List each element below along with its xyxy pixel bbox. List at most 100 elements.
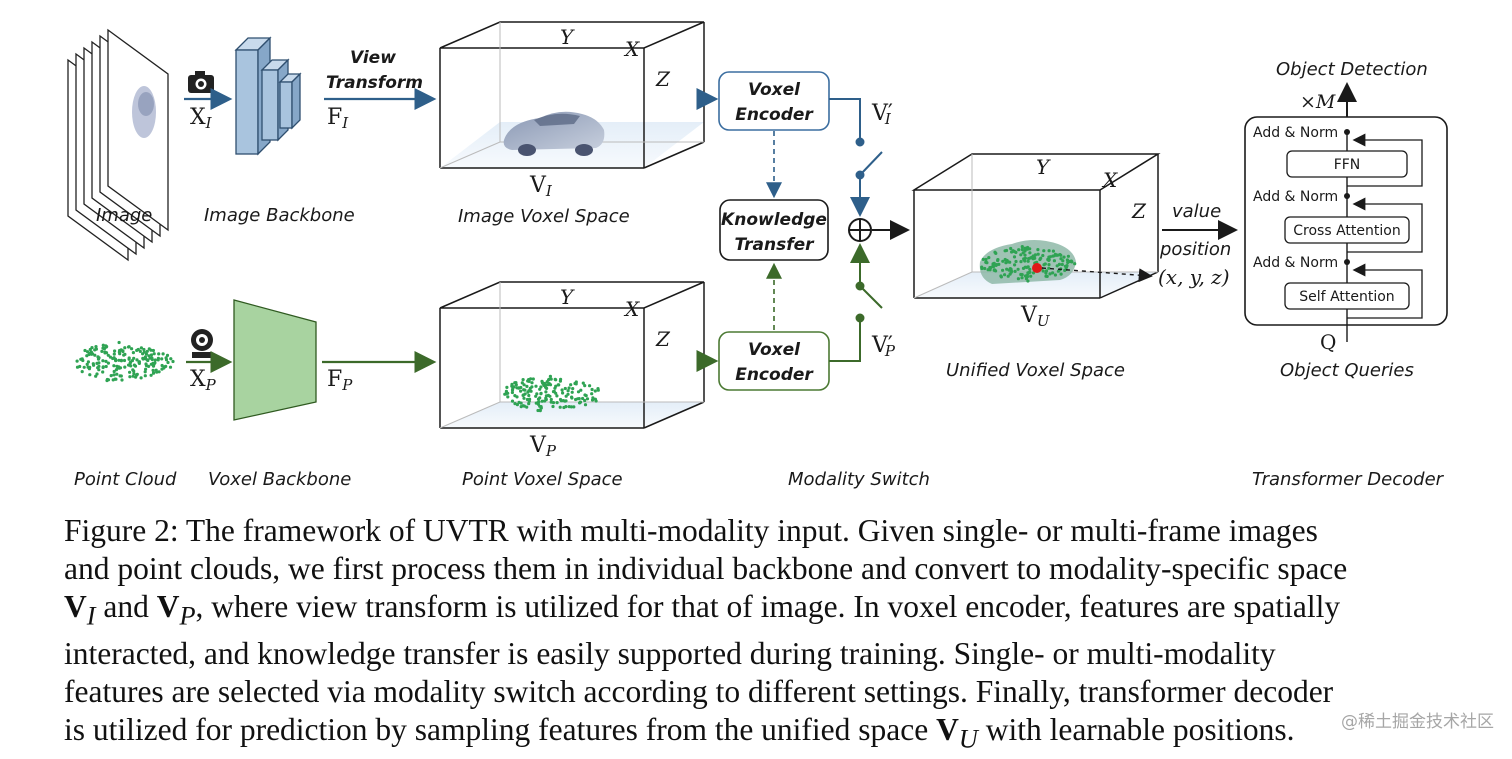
svg-text:Knowledge: Knowledge xyxy=(721,210,827,230)
camera-icon xyxy=(188,71,214,93)
point-dot xyxy=(120,378,124,382)
point-dot xyxy=(1003,249,1007,253)
point-dot xyxy=(114,368,118,372)
point-dot xyxy=(117,365,121,369)
point-dot xyxy=(537,400,541,404)
point-dot xyxy=(1019,272,1023,277)
point-dot xyxy=(1066,254,1070,258)
point-dot xyxy=(96,355,100,359)
point-dot xyxy=(583,403,588,407)
point-dot xyxy=(992,261,996,265)
point-dot xyxy=(101,343,105,347)
point-dot xyxy=(1028,267,1032,271)
point-dot xyxy=(579,388,583,392)
point-dot xyxy=(105,377,109,382)
point-dot xyxy=(1039,256,1043,260)
point-dot xyxy=(109,374,113,378)
point-dot xyxy=(1019,253,1023,257)
point-dot xyxy=(994,251,998,255)
modality-switch-image xyxy=(829,98,883,217)
point-dot xyxy=(1062,255,1066,259)
caption-line-4: interacted, and knowledge transfer is ea… xyxy=(64,636,1276,672)
ffn-block xyxy=(1286,150,1408,178)
point-dot xyxy=(131,368,135,372)
point-dot xyxy=(164,364,168,368)
point-dot xyxy=(103,351,107,355)
point-dot xyxy=(130,347,134,351)
point-dot xyxy=(142,350,146,354)
point-dot xyxy=(1028,247,1032,251)
point-dot xyxy=(141,356,145,360)
point-dot xyxy=(515,403,520,407)
point-dot xyxy=(1020,245,1024,249)
point-dot xyxy=(151,368,155,372)
self-attention-block xyxy=(1284,282,1410,310)
unified-voxel-space-label: Unified Voxel Space xyxy=(946,360,1125,381)
point-dot xyxy=(100,349,104,353)
point-dot xyxy=(588,384,592,388)
point-dot xyxy=(1065,258,1069,262)
point-dot xyxy=(133,364,138,368)
point-dot xyxy=(577,397,581,401)
point-dot xyxy=(1053,273,1057,277)
point-dot xyxy=(1059,272,1063,276)
point-dot xyxy=(1026,279,1030,283)
point-cloud-dots xyxy=(75,340,175,383)
point-dot xyxy=(536,397,541,401)
fi-symbol: FI xyxy=(327,105,349,132)
point-dot xyxy=(85,362,89,366)
point-dot xyxy=(111,356,115,361)
axis-y-label-point: Y xyxy=(560,285,575,309)
point-dot xyxy=(576,390,581,394)
fp-symbol: FP xyxy=(327,367,353,394)
point-dot xyxy=(1043,262,1047,266)
point-dot xyxy=(994,263,998,267)
position-coords-label: (x, y, z) xyxy=(1158,265,1230,289)
unified-point-cloud xyxy=(980,245,1077,283)
point-dot xyxy=(128,361,132,365)
axis-z-label-image: Z xyxy=(655,67,671,91)
point-dot xyxy=(101,365,105,369)
point-dot xyxy=(549,400,553,404)
point-dot xyxy=(93,348,97,352)
point-dot xyxy=(91,362,95,366)
point-dot xyxy=(569,383,573,387)
point-dot xyxy=(593,389,597,393)
point-dot xyxy=(570,390,574,394)
point-cloud-label: Point Cloud xyxy=(74,469,177,490)
point-dot xyxy=(521,393,525,397)
point-dot xyxy=(131,351,135,355)
point-dot xyxy=(134,375,138,379)
point-dot xyxy=(515,386,519,390)
point-dot xyxy=(1017,248,1021,252)
point-dot xyxy=(90,346,94,350)
point-dot xyxy=(119,374,123,378)
sampling-arrow xyxy=(1041,267,1153,283)
point-dot xyxy=(1025,265,1029,269)
add-norm-2: Add & Norm xyxy=(1253,189,1338,205)
point-dot xyxy=(1060,262,1064,267)
modality-switch-point xyxy=(829,243,883,362)
point-dot xyxy=(1031,254,1035,258)
point-dot xyxy=(1057,262,1061,266)
point-dot xyxy=(1058,253,1062,257)
point-dot xyxy=(117,340,121,345)
point-dot xyxy=(145,358,149,362)
point-dot xyxy=(1009,246,1013,251)
point-dot xyxy=(515,395,519,399)
object-queries-label: Object Queries xyxy=(1280,360,1414,381)
point-dot xyxy=(558,379,563,383)
point-dot xyxy=(992,268,996,272)
cross-attention-block xyxy=(1284,216,1410,244)
point-dot xyxy=(530,385,534,389)
point-dot xyxy=(169,357,173,361)
point-dot xyxy=(513,402,517,406)
caption-line-6: is utilized for prediction by sampling f… xyxy=(64,712,1295,754)
axis-y-label-unified: Y xyxy=(1036,155,1051,179)
point-dot xyxy=(1001,259,1005,263)
vp-prime-symbol: V′P xyxy=(871,333,896,360)
point-dot xyxy=(530,381,534,385)
point-dot xyxy=(153,358,157,362)
point-dot xyxy=(563,386,567,391)
point-dot xyxy=(596,388,600,392)
